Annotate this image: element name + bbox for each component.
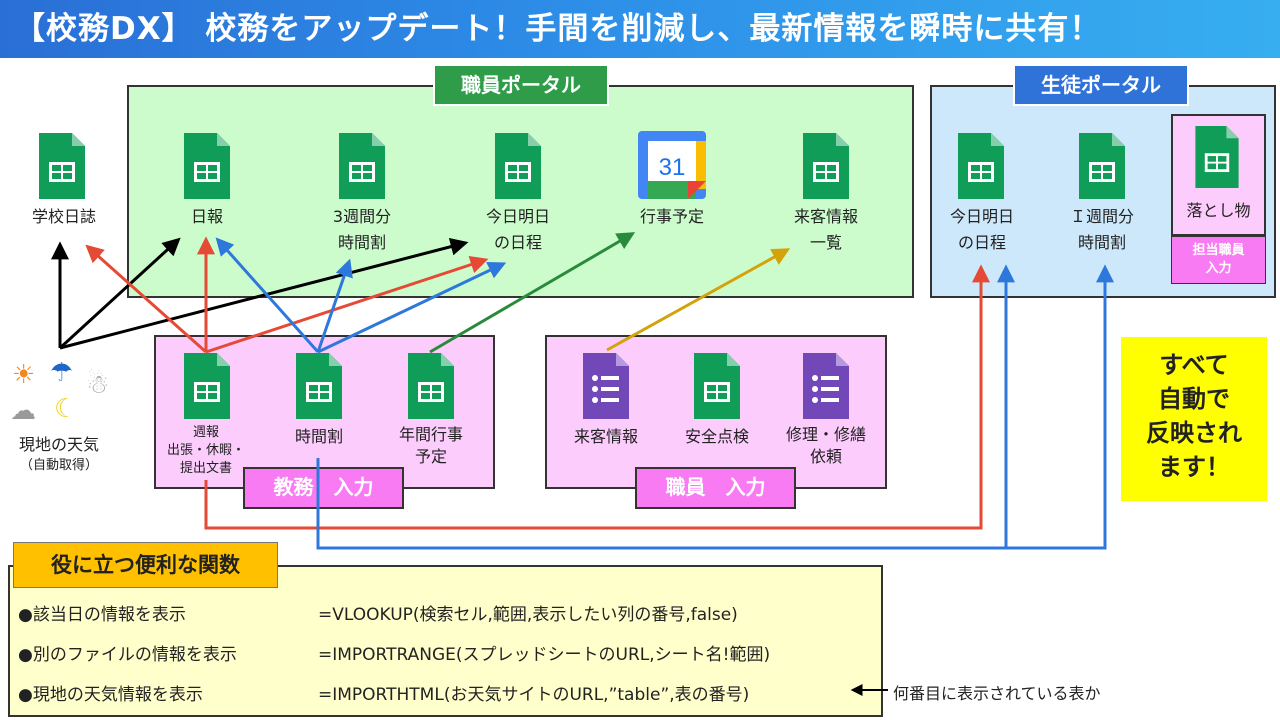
function-row-formula: =IMPORTHTML(お天気サイトのURL,”table”,表の番号) [318, 685, 750, 705]
spreadsheet-icon [694, 353, 740, 419]
auto-note-line-1: すべて [1159, 351, 1229, 379]
arrow-jikanwari-to-student-1week [1006, 264, 1114, 550]
auto-note-line-3: 反映され [1146, 419, 1242, 447]
function-row-vlookup: ●該当日の情報を表示 =VLOOKUP(検索セル,範囲,表示したい列の番号,fa… [18, 600, 738, 625]
safety-check-label: 安全点検 [684, 427, 749, 446]
today-tomorrow-label: 今日明日 の日程 [485, 207, 550, 252]
auto-note-line-4: ます！ [1158, 453, 1230, 481]
three-week-schedule-label: 3週間分 時間割 [332, 207, 392, 252]
functions-title: 役に立つ便利な関数 [13, 542, 278, 588]
weather-label: 現地の天気 [18, 435, 99, 454]
timetable-label: 時間割 [294, 427, 343, 446]
snowman-icon: ☃ [86, 370, 110, 400]
spreadsheet-icon [296, 353, 342, 419]
function-row-importhtml: ●現地の天気情報を表示 =IMPORTHTML(お天気サイトのURL,”tabl… [18, 680, 749, 705]
auto-reflect-note: すべて 自動で 反映され ます！ [1121, 337, 1267, 501]
form-icon [803, 353, 849, 419]
spreadsheet-icon [1195, 126, 1239, 188]
staff-portal-title: 職員ポータル [433, 64, 609, 106]
function-row-label: ●該当日の情報を表示 [18, 605, 186, 625]
function-row-label: ●現地の天気情報を表示 [18, 685, 203, 705]
calendar-icon: 31 [638, 131, 706, 199]
visitor-info-label: 来客情報 [573, 427, 638, 446]
shokuin-input-tag-label: 職員 入力 [665, 475, 766, 499]
weather-sublabel: （自動取得） [19, 458, 98, 473]
functions-panel [8, 565, 883, 717]
nippo-label: 日報 [190, 207, 223, 226]
assigned-staff-input-label: 担当職員 入力 [1192, 243, 1245, 276]
auto-note-line-2: 自動で [1158, 385, 1230, 413]
function-row-importrange: ●別のファイルの情報を表示 =IMPORTRANGE(スプレッドシートのURL,… [18, 640, 770, 665]
page-title: 【校務DX】 校務をアップデート！手間を削減し、最新情報を瞬時に共有！ [0, 0, 1280, 58]
spreadsheet-icon [184, 133, 230, 199]
spreadsheet-icon [1079, 133, 1125, 199]
cloud-icon: ☁ [10, 396, 36, 426]
spreadsheet-icon [958, 133, 1004, 199]
repair-request-label: 修理・修繕 依頼 [785, 425, 866, 466]
function-row-formula: =VLOOKUP(検索セル,範囲,表示したい列の番号,false) [318, 605, 738, 625]
function-row-label: ●別のファイルの情報を表示 [18, 645, 237, 665]
student-today-tomorrow-label: 今日明日 の日程 [949, 207, 1014, 252]
spreadsheet-icon [408, 353, 454, 419]
sun-icon: ☀ [12, 360, 36, 390]
gyoji-label: 行事予定 [639, 207, 704, 226]
assigned-staff-input-tag [1171, 236, 1266, 284]
lost-item-label: 落とし物 [1186, 201, 1251, 220]
umbrella-icon: ☂ [50, 358, 74, 388]
school-diary-label: 学校日誌 [31, 207, 96, 226]
spreadsheet-icon [39, 133, 85, 199]
function-row-formula: =IMPORTRANGE(スプレッドシートのURL,シート名!範囲) [318, 645, 771, 665]
svg-text:31: 31 [659, 154, 686, 181]
kyomu-input-tag-label: 教務 入力 [273, 475, 374, 499]
one-week-schedule-label: Ｉ週間分 時間割 [1069, 207, 1134, 252]
spreadsheet-icon [803, 133, 849, 199]
visitor-list-label: 来客情報 一覧 [793, 207, 858, 252]
spreadsheet-icon [339, 133, 385, 199]
spreadsheet-icon [184, 353, 230, 419]
moon-icon: ☾ [54, 394, 78, 424]
weekly-report-label: 週報 出張・休暇・ 提出文書 [166, 425, 245, 476]
table-index-note: 何番目に表示されている表か [893, 684, 1101, 703]
form-icon [583, 353, 629, 419]
student-portal-title: 生徒ポータル [1013, 64, 1189, 106]
annual-events-label: 年間行事 予定 [398, 425, 463, 466]
spreadsheet-icon [495, 133, 541, 199]
